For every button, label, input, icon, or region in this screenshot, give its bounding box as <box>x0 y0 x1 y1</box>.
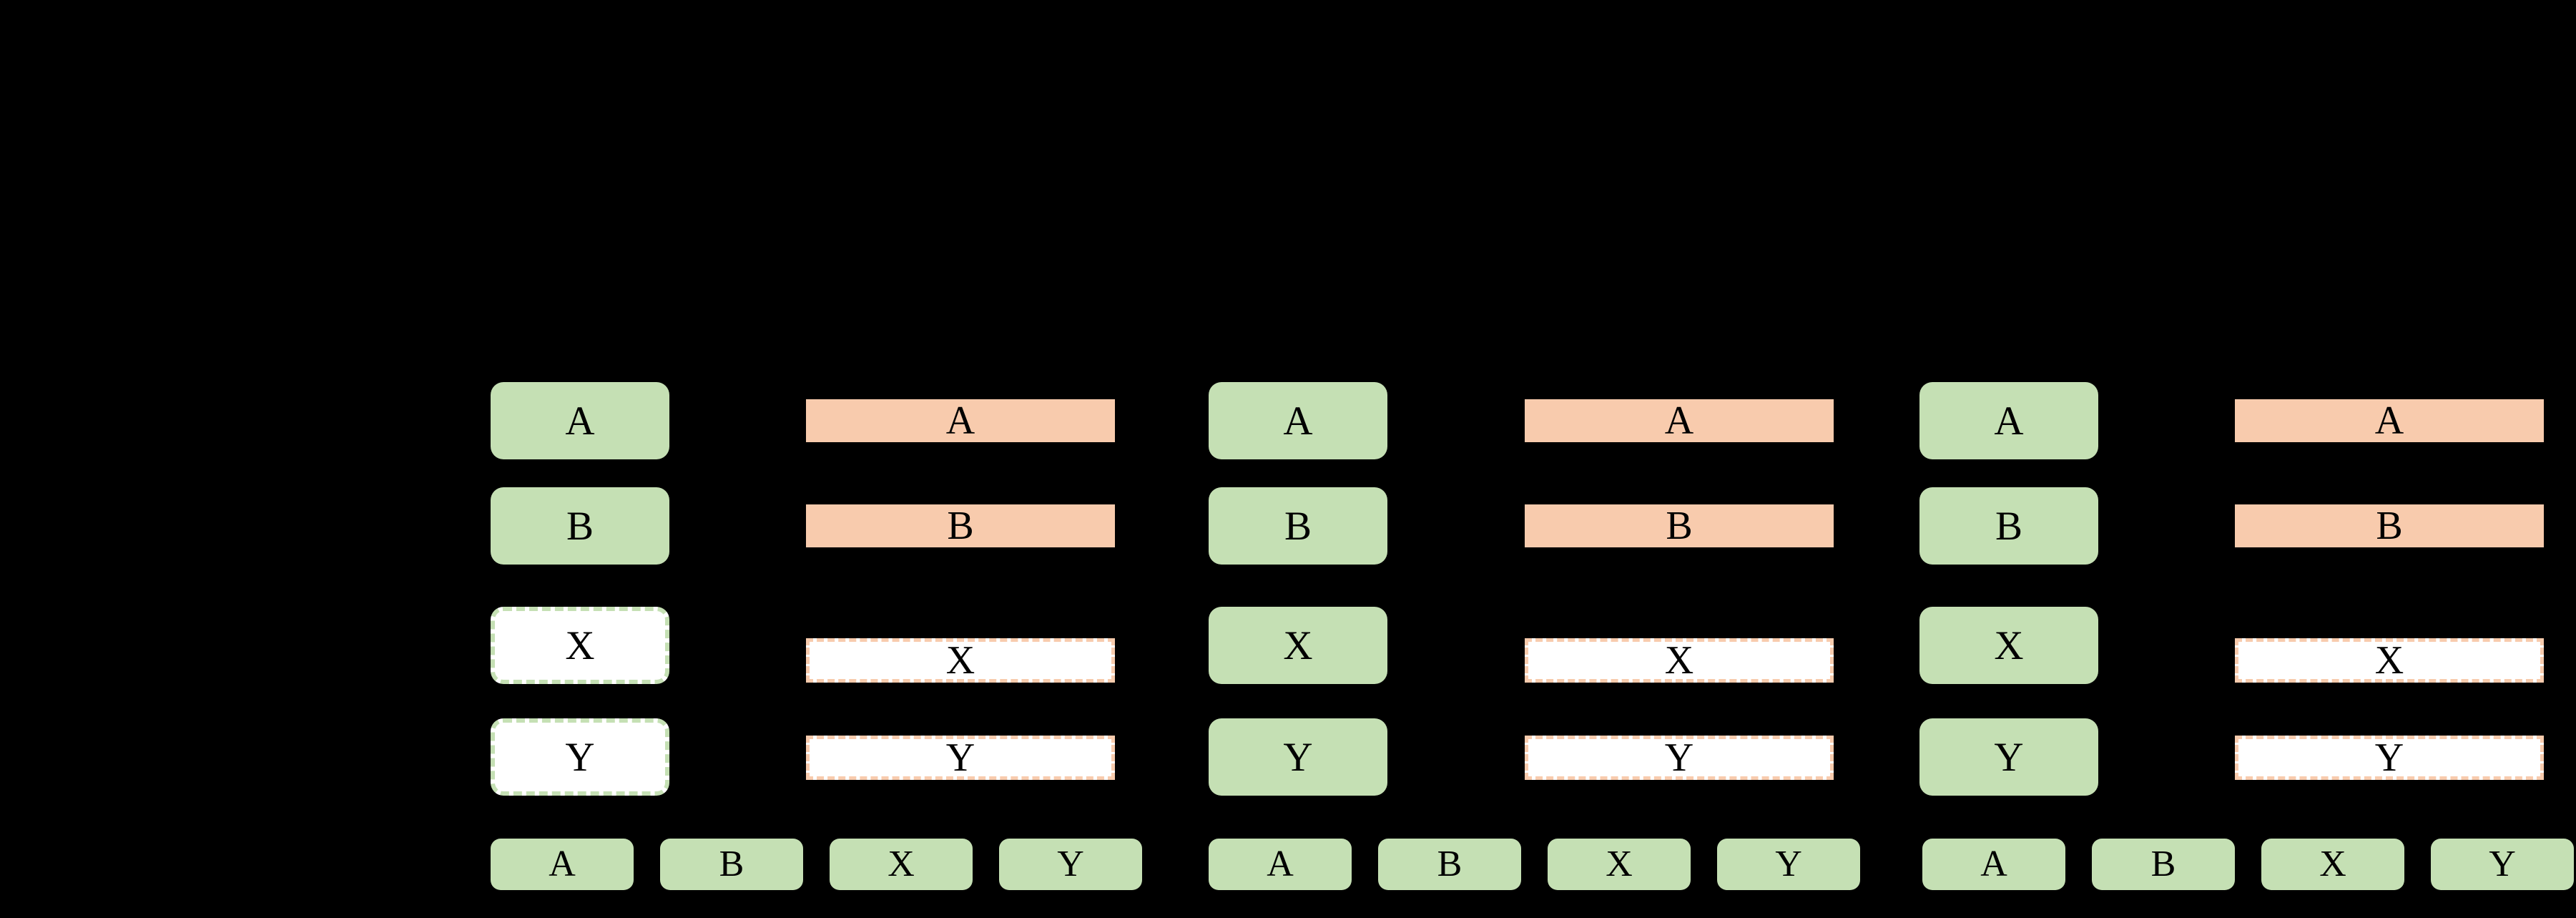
col4-box-a: A <box>1525 399 1834 442</box>
bottom-chip-g3-x: X <box>2261 839 2404 890</box>
col2-box-a: A <box>806 399 1115 442</box>
col3-box-y: Y <box>1209 718 1387 796</box>
col1-box-b: B <box>491 487 669 565</box>
col2-box-b: B <box>806 504 1115 547</box>
col1-box-x-dashed: X <box>491 607 669 684</box>
col2-box-y-dashed: Y <box>806 736 1115 780</box>
bottom-chip-g2-x: X <box>1548 839 1691 890</box>
col5-box-a: A <box>1919 382 2098 459</box>
bottom-chip-g1-b: B <box>660 839 803 890</box>
bottom-chip-g3-b: B <box>2092 839 2235 890</box>
col1-box-a: A <box>491 382 669 459</box>
bottom-chip-g2-b: B <box>1378 839 1521 890</box>
bottom-chip-g2-a: A <box>1209 839 1352 890</box>
col5-box-y: Y <box>1919 718 2098 796</box>
col3-box-x: X <box>1209 607 1387 684</box>
col2-box-x-dashed: X <box>806 638 1115 683</box>
bottom-chip-g2-y: Y <box>1717 839 1860 890</box>
bottom-chip-g3-a: A <box>1922 839 2065 890</box>
col5-box-x: X <box>1919 607 2098 684</box>
col3-box-b: B <box>1209 487 1387 565</box>
col1-box-y-dashed: Y <box>491 718 669 796</box>
bottom-chip-g1-y: Y <box>999 839 1142 890</box>
col4-box-b: B <box>1525 504 1834 547</box>
col6-box-y-dashed: Y <box>2235 736 2544 780</box>
bottom-chip-g1-x: X <box>830 839 973 890</box>
col4-box-y-dashed: Y <box>1525 736 1834 780</box>
col4-box-x-dashed: X <box>1525 638 1834 683</box>
col6-box-a: A <box>2235 399 2544 442</box>
col3-box-a: A <box>1209 382 1387 459</box>
col6-box-b: B <box>2235 504 2544 547</box>
col5-box-b: B <box>1919 487 2098 565</box>
bottom-chip-g3-y: Y <box>2431 839 2574 890</box>
col6-box-x-dashed: X <box>2235 638 2544 683</box>
bottom-chip-g1-a: A <box>491 839 634 890</box>
